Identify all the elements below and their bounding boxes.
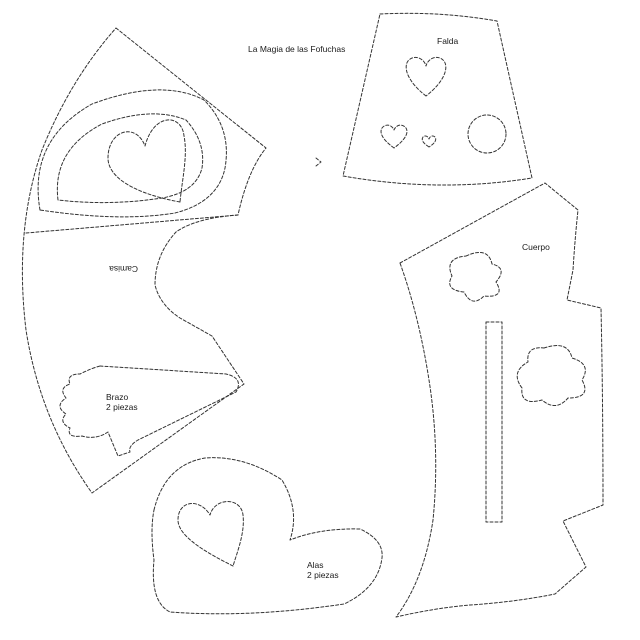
wings-label-line2: 2 piezas [307, 570, 339, 580]
skirt-label: Falda [437, 36, 459, 46]
wings-outline [151, 457, 383, 615]
arm-label-line2: 2 piezas [106, 402, 138, 412]
skirt-heart-large [405, 56, 447, 97]
tick-mark [315, 157, 322, 167]
arm-outline [59, 365, 239, 457]
skirt-heart-medium [380, 124, 408, 149]
arm-label-line1: Brazo [106, 392, 128, 402]
shirt-yoke-inner [56, 113, 204, 204]
wings-heart [177, 501, 244, 567]
arm-piece: Brazo 2 piezas [59, 365, 239, 457]
body-piece: Cuerpo [395, 182, 604, 618]
skirt-heart-small [421, 135, 437, 148]
shirt-outline [21, 27, 267, 494]
shirt-label: Camisa [109, 264, 138, 274]
shirt-piece: Camisa [21, 27, 267, 494]
skirt-outline [342, 12, 533, 186]
skirt-circle [467, 114, 507, 154]
wings-label-line1: Alas [307, 560, 324, 570]
body-outline [395, 182, 604, 618]
shirt-neck-line [25, 214, 239, 234]
body-label: Cuerpo [522, 242, 550, 252]
shirt-yoke-outer [37, 89, 227, 218]
skirt-piece: Falda [342, 12, 533, 186]
body-flower-small [449, 251, 502, 302]
shirt-heart [107, 119, 186, 203]
body-strap [485, 321, 503, 523]
body-flower-large [516, 345, 586, 406]
wings-piece: Alas 2 piezas [151, 457, 383, 615]
pattern-title: La Magia de las Fofuchas [248, 44, 345, 54]
